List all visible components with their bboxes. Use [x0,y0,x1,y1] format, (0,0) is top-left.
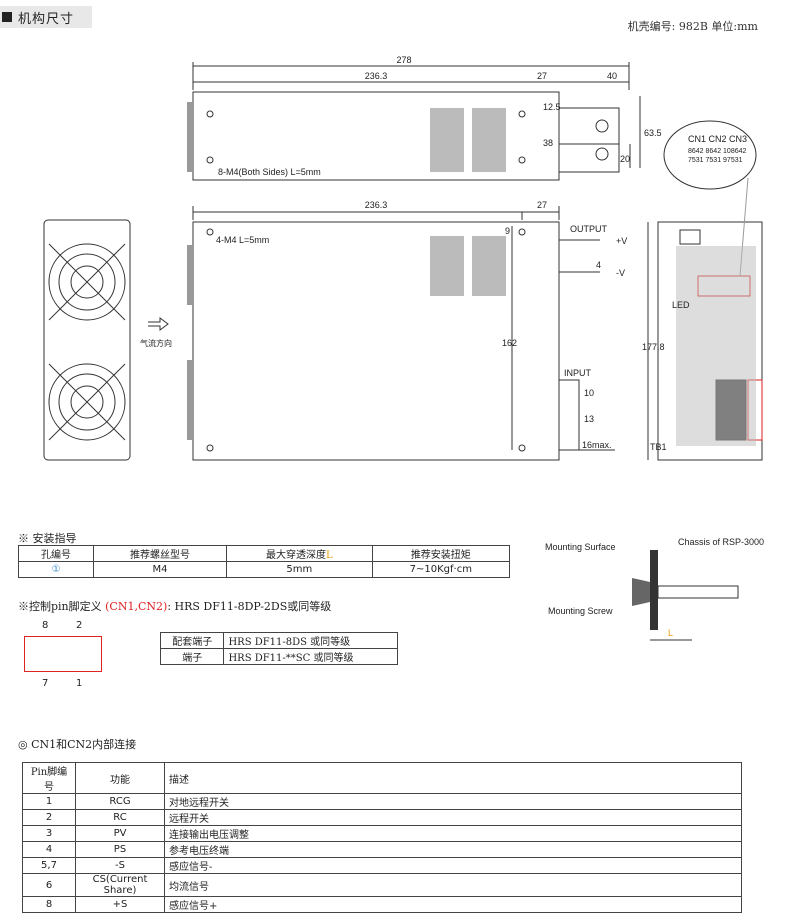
dim-top-d2: 38 [543,138,553,148]
dim-front-tail: 27 [537,200,547,210]
case-info: 机壳编号: 982B 单位:mm [627,20,758,33]
dim-front-h: 162 [502,338,517,348]
table-cell: 1 [22,793,76,810]
table-cell: 推荐安装扭矩 [371,545,511,562]
plus-v-label: +V [616,236,627,246]
table-cell: 端子 [159,648,225,665]
table-cell: 对地远程开关 [164,793,742,810]
dim-top-d3: 63.5 [644,128,662,138]
dim-side-h: 177.8 [642,342,665,352]
table-row: 孔编号 推荐螺丝型号 最大穿透深度L 推荐安装扭矩 [17,545,511,562]
table-cell: CS(Current Share) [75,873,165,897]
top-screw-note: 8-M4(Both Sides) L=5mm [218,167,321,177]
pin-def-line: ※控制pin脚定义 (CN1,CN2): HRS DF11-8DP-2DS或同等… [18,600,332,613]
pin-7: 7 [42,678,49,689]
pin-8: 8 [42,620,49,631]
dim-front-body: 236.3 [365,200,388,210]
table-cell: 2 [22,809,76,826]
table-cell: 5,7 [22,857,76,874]
dim-top-tail: 27 [537,71,547,81]
cn-row1: 8642 8642 108642 [688,148,746,155]
table-cell: 孔编号 [17,545,95,562]
table-cell: 最大穿透深度L [225,545,373,562]
table-cell: PV [75,825,165,842]
table-cell: 参考电压终端 [164,841,742,858]
table-cell: Pin脚编号 [22,762,76,794]
mount-chassis: Chassis of RSP-3000 [678,537,764,547]
dim-front-d1: 9 [505,226,510,236]
table-cell: +S [75,896,165,913]
table-cell: 7~10Kgf·cm [371,561,511,578]
output-label: OUTPUT [570,224,608,234]
minus-v-label: -V [616,268,625,278]
table-cell: RCG [75,793,165,810]
table-cell: PS [75,841,165,858]
table-cell: 感应信号- [164,857,742,874]
dim-front-d10: 10 [584,388,594,398]
table-cell: 均流信号 [164,873,742,897]
table-row: ① M4 5mm 7~10Kgf·cm [17,561,511,578]
cn-labels: CN1 CN2 CN3 [688,134,747,144]
airflow-label: 气流方向 [140,338,172,348]
dim-front-d4: 4 [596,260,601,270]
table-cell: M4 [93,561,227,578]
table-cell: 功能 [75,762,165,794]
table-cell: 感应信号+ [164,896,742,913]
table-cell: 8 [22,896,76,913]
connector-icon [24,636,102,672]
dim-top-total: 278 [396,55,411,65]
table-cell: 4 [22,841,76,858]
table-cell: HRS DF11-8DS 或同等级 [223,632,398,649]
tb1-label: TB1 [650,442,667,452]
conn-title: ◎ CN1和CN2内部连接 [18,738,137,751]
dim-top-term: 40 [607,71,617,81]
table-cell: 配套端子 [159,632,225,649]
table-cell: 远程开关 [164,809,742,826]
dim-top-d4: 20 [620,154,630,164]
square-bullet-icon [2,12,12,22]
mount-surface: Mounting Surface [545,542,616,552]
dim-top-d1: 12.5 [543,102,561,112]
section-header: 机构尺寸 [0,6,92,28]
table-cell: 推荐螺丝型号 [93,545,227,562]
table-cell: -S [75,857,165,874]
dim-16max: 16max. [582,440,612,450]
table-cell: 6 [22,873,76,897]
cn-row2: 7531 7531 97531 [688,157,743,164]
dim-front-d13: 13 [584,414,594,424]
mechanical-drawing: 278 236.3 27 40 12.5 38 63.5 20 8-M4(Bot… [43,55,763,461]
mount-screw: Mounting Screw [548,606,613,616]
dim-top-body: 236.3 [365,71,388,81]
table-cell: 3 [22,825,76,842]
pin-2: 2 [76,620,83,631]
table-cell: 连接输出电压调整 [164,825,742,842]
table-cell: 描述 [164,762,742,794]
front-screw-note: 4-M4 L=5mm [216,235,269,245]
table-cell: 5mm [225,561,373,578]
led-label: LED [672,300,690,310]
table-cell: RC [75,809,165,826]
table-cell: ① [17,561,95,578]
table-row: Pin脚编号功能描述 [22,762,742,794]
install-table: 孔编号 推荐螺丝型号 最大穿透深度L 推荐安装扭矩 ① M4 5mm 7~10K… [17,545,511,578]
section-title: 机构尺寸 [18,12,75,27]
pin-1: 1 [76,678,83,689]
install-title: ※ 安装指导 [18,532,77,545]
input-label: INPUT [564,368,592,378]
mount-l: L [668,628,673,638]
mounting-diagram: Mounting Surface Chassis of RSP-3000 Mou… [545,537,764,641]
table-cell: HRS DF11-**SC 或同等级 [223,648,398,665]
